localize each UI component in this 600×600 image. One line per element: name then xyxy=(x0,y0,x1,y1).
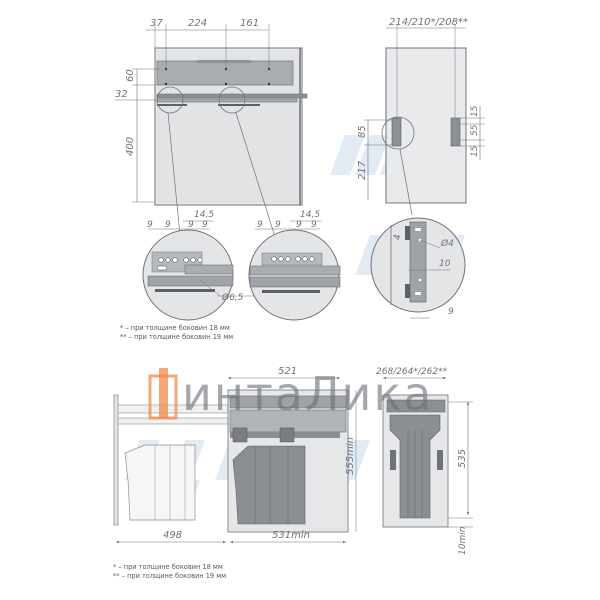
detail-center: 9 9 9 9 14,5 xyxy=(248,210,341,321)
dim-498: 498 xyxy=(163,530,182,541)
dim-9-b: 9 xyxy=(165,220,171,230)
footnote-19mm-bottom: ** – при толщине боковин 19 мм xyxy=(113,572,227,580)
dim-521: 521 xyxy=(278,366,297,377)
footnote-18mm: * – при толщине боковин 18 мм xyxy=(120,324,230,332)
footnote-18mm-bottom: * – при толщине боковин 18 мм xyxy=(113,563,223,571)
dim-side-width: 214/210*/208** xyxy=(389,17,468,28)
dim-10: 10 xyxy=(439,259,451,269)
dim-14-5-left: 14,5 xyxy=(194,210,214,220)
top-front-view: 37 224 161 60 32 400 xyxy=(115,18,308,241)
footnote-top: * – при толщине боковин 18 мм ** – при т… xyxy=(120,324,233,342)
brand-text: интаЛика xyxy=(182,367,433,421)
dim-555min: 555min xyxy=(345,437,356,475)
dim-161: 161 xyxy=(240,18,259,29)
detail-left: Ø6,5 9 9 9 9 14,5 xyxy=(142,210,255,321)
dim-side-width-bottom: 268/264*/262** xyxy=(376,367,448,377)
dim-85: 85 xyxy=(357,125,368,138)
bottom-front-view: 521 555min 498 531min xyxy=(113,366,357,544)
dim-9-g: 9 xyxy=(296,220,302,230)
dim-224: 224 xyxy=(188,18,207,29)
dim-9-c: 9 xyxy=(188,220,194,230)
dim-400: 400 xyxy=(125,137,136,156)
dim-535: 535 xyxy=(457,449,468,468)
dim-32: 32 xyxy=(115,89,128,100)
dim-4: 4 xyxy=(393,234,403,240)
dim-9-f: 9 xyxy=(275,220,281,230)
dim-14-5-center: 14,5 xyxy=(300,210,320,220)
brand-logo: интаЛика xyxy=(148,367,433,421)
dim-60: 60 xyxy=(125,69,136,82)
detail-right: Ø4 10 4 9 xyxy=(370,217,466,319)
dim-217: 217 xyxy=(357,160,368,180)
dim-9-e: 9 xyxy=(257,220,263,230)
footnote-bottom: * – при толщине боковин 18 мм ** – при т… xyxy=(113,563,226,581)
dim-9-right: 9 xyxy=(448,307,454,317)
top-side-view: 214/210*/208** 85 217 15 55 15 xyxy=(357,17,485,216)
footnote-19mm: ** – при толщине боковин 19 мм xyxy=(120,333,234,341)
dim-10min: 10min xyxy=(458,526,468,555)
dim-hole-4: Ø4 xyxy=(440,238,454,249)
dim-9-a: 9 xyxy=(147,220,153,230)
dim-15-top: 15 xyxy=(470,105,480,117)
dim-531min: 531min xyxy=(272,530,310,541)
dim-9-d: 9 xyxy=(202,220,208,230)
dim-55: 55 xyxy=(470,124,480,136)
bottom-side-view: 268/264*/262** 535 10min xyxy=(376,367,473,555)
dim-hole-6-5: Ø6,5 xyxy=(221,292,244,303)
dim-15-bottom: 15 xyxy=(470,145,480,157)
dim-37: 37 xyxy=(150,18,163,29)
dim-9-h: 9 xyxy=(311,220,317,230)
